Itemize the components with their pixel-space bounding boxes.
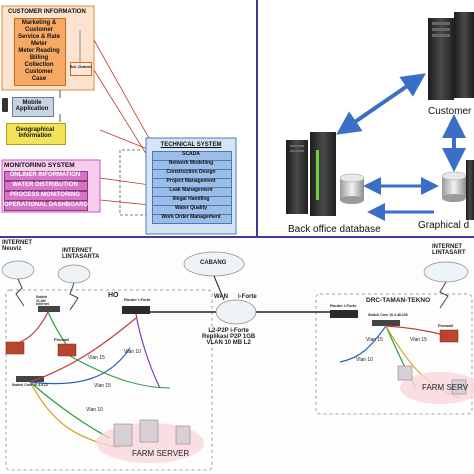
farm-server-right-rack <box>397 365 413 381</box>
side-channel-label: Bnt. Channel <box>70 65 92 69</box>
horizontal-divider <box>0 236 474 238</box>
vlan-label: Vlan 10 <box>124 349 141 355</box>
server-panel: Customer d Back office database Graphica… <box>258 0 474 236</box>
technical-panel-title: TECHNICAL SYSTEM <box>160 142 222 148</box>
drc-zone <box>315 293 473 415</box>
cabang-label: CABANG <box>200 260 227 266</box>
network-panel: INTERNET Neuviz INTERNET LINTASARTA CABA… <box>0 238 474 474</box>
arrow-backoffice-customer <box>336 73 426 135</box>
customer-panel-title: CUSTOMER INFORMATION <box>8 9 86 15</box>
ho-label: HO <box>108 292 119 299</box>
firewall-right-label: Firewall <box>438 323 453 328</box>
monitoring-item: PROCESS MONITORING <box>10 192 80 198</box>
architecture-panel: CUSTOMER INFORMATION Marketing & Custome… <box>0 0 256 236</box>
internet-lintasarta-label: INTERNET LINTASARTA <box>62 248 100 260</box>
technical-item: Network Modelling <box>168 160 214 166</box>
customer-server-icon <box>428 12 474 100</box>
vertical-divider <box>256 0 258 236</box>
ho-zone <box>5 289 213 471</box>
server-graphics <box>286 12 474 221</box>
monitoring-item-box <box>4 191 88 201</box>
monitoring-item-box <box>4 181 88 191</box>
monitoring-item: WATER DISTRIBUTION <box>12 182 78 188</box>
technical-item: SCADA <box>182 151 200 157</box>
customer-item: Customer <box>24 27 53 33</box>
internet-left-label: INTERNET Neuviz <box>2 240 32 252</box>
switch-core-right-label: Switch Core 10.4.48.100 <box>368 313 408 317</box>
graphical-database-label: Graphical d <box>418 220 470 231</box>
farm-server-right-rack <box>451 379 467 395</box>
backoffice-server-icon <box>286 132 336 216</box>
monitoring-item-box <box>4 201 88 211</box>
customer-item: Collection <box>24 62 54 68</box>
switch-core-left-label: Switch Core 10.4.5.12 <box>12 383 48 387</box>
internet-cloud-left <box>1 260 35 280</box>
switch-vlan-icon <box>38 306 60 312</box>
backoffice-database-label: Back office database <box>288 224 381 235</box>
technical-item-box <box>152 214 232 224</box>
drc-label: DRC-TAMAN-TEKNO <box>366 297 431 304</box>
internet-cloud-lintasarta <box>57 264 91 284</box>
customer-database-label: Customer d <box>428 106 474 117</box>
firewall-left-icon <box>5 341 25 355</box>
internet-right-label: INTERNET LINTASART <box>432 244 466 256</box>
farm-server-left-label: FARM SERVER <box>132 449 190 458</box>
geographical-info-label: Geographical Information <box>15 127 55 139</box>
wan-label: WAN <box>214 294 228 300</box>
firewall-left-label: Firewall <box>54 337 69 342</box>
switch-vlan-label: Switch VLAN Internet <box>36 295 49 306</box>
customer-item: Meter Reading <box>18 48 60 54</box>
router-drc-label: Router i-Forte <box>330 303 357 308</box>
technical-item: Illegal Handling <box>172 196 210 202</box>
technical-item: Construction Design <box>166 169 216 175</box>
customer-item: Case <box>31 76 47 82</box>
customer-item: Service & Rate <box>17 34 61 40</box>
farm-server-left-rack <box>139 419 159 443</box>
technical-item: Water Quality <box>174 205 208 211</box>
monitoring-item-box <box>4 171 88 181</box>
graphical-database-icon <box>441 171 467 202</box>
switch-core-left-icon <box>16 376 44 382</box>
vlan-label: Vlan 15 <box>410 337 427 343</box>
customer-item: Billing <box>29 55 49 61</box>
vlan-label: Vlan 15 <box>366 337 383 343</box>
firewall-left2-icon <box>57 343 77 357</box>
vlan-label: Vlan 15 <box>94 383 111 389</box>
firewall-right-icon <box>439 329 459 343</box>
farm-server-left-rack <box>175 425 191 445</box>
farm-server-right-label: FARM SERV <box>422 383 469 392</box>
monitoring-item: OPERATIONAL DASHBOARD <box>4 202 88 208</box>
technical-item: Leak Management <box>169 187 213 193</box>
farm-server-left-rack <box>113 423 133 447</box>
backoffice-database-icon <box>339 173 365 204</box>
customer-items-box <box>14 18 66 86</box>
phone-icon <box>2 98 8 112</box>
mobile-application-label: Mobile Application <box>15 100 49 112</box>
graphical-server-icon <box>466 160 474 220</box>
customer-item: Customer <box>24 69 53 75</box>
router-ho-label: Router i-Forte <box>124 297 151 302</box>
switch-core-right-icon <box>372 320 400 326</box>
network-graphics <box>1 251 474 471</box>
customer-item: Meter <box>30 41 47 47</box>
router-drc-icon <box>330 310 358 318</box>
vlan-label: Vlan 10 <box>86 407 103 413</box>
technical-item: Project Management <box>166 178 216 184</box>
technical-item: Work Order Management <box>161 214 221 220</box>
vlan-label: Vlan 10 <box>356 357 373 363</box>
vlan-label: Vlan 15 <box>88 355 105 361</box>
mobile-application-box <box>12 97 54 117</box>
wan-cloud <box>215 299 257 325</box>
iforte-label: i-Forte <box>238 294 257 300</box>
side-channel-box <box>70 62 92 76</box>
l2p2p-label: L2-P2P i-Forte Replikasi P2P 1GB VLAN 10… <box>202 328 256 346</box>
router-ho-icon <box>122 306 150 314</box>
monitoring-item: ONLINER INFORMATION <box>9 172 81 178</box>
monitoring-panel-title: MONITORING SYSTEM <box>4 162 75 169</box>
customer-item: Marketing & <box>21 20 57 26</box>
internet-cloud-right <box>423 261 469 283</box>
geographical-info-box <box>6 123 66 145</box>
